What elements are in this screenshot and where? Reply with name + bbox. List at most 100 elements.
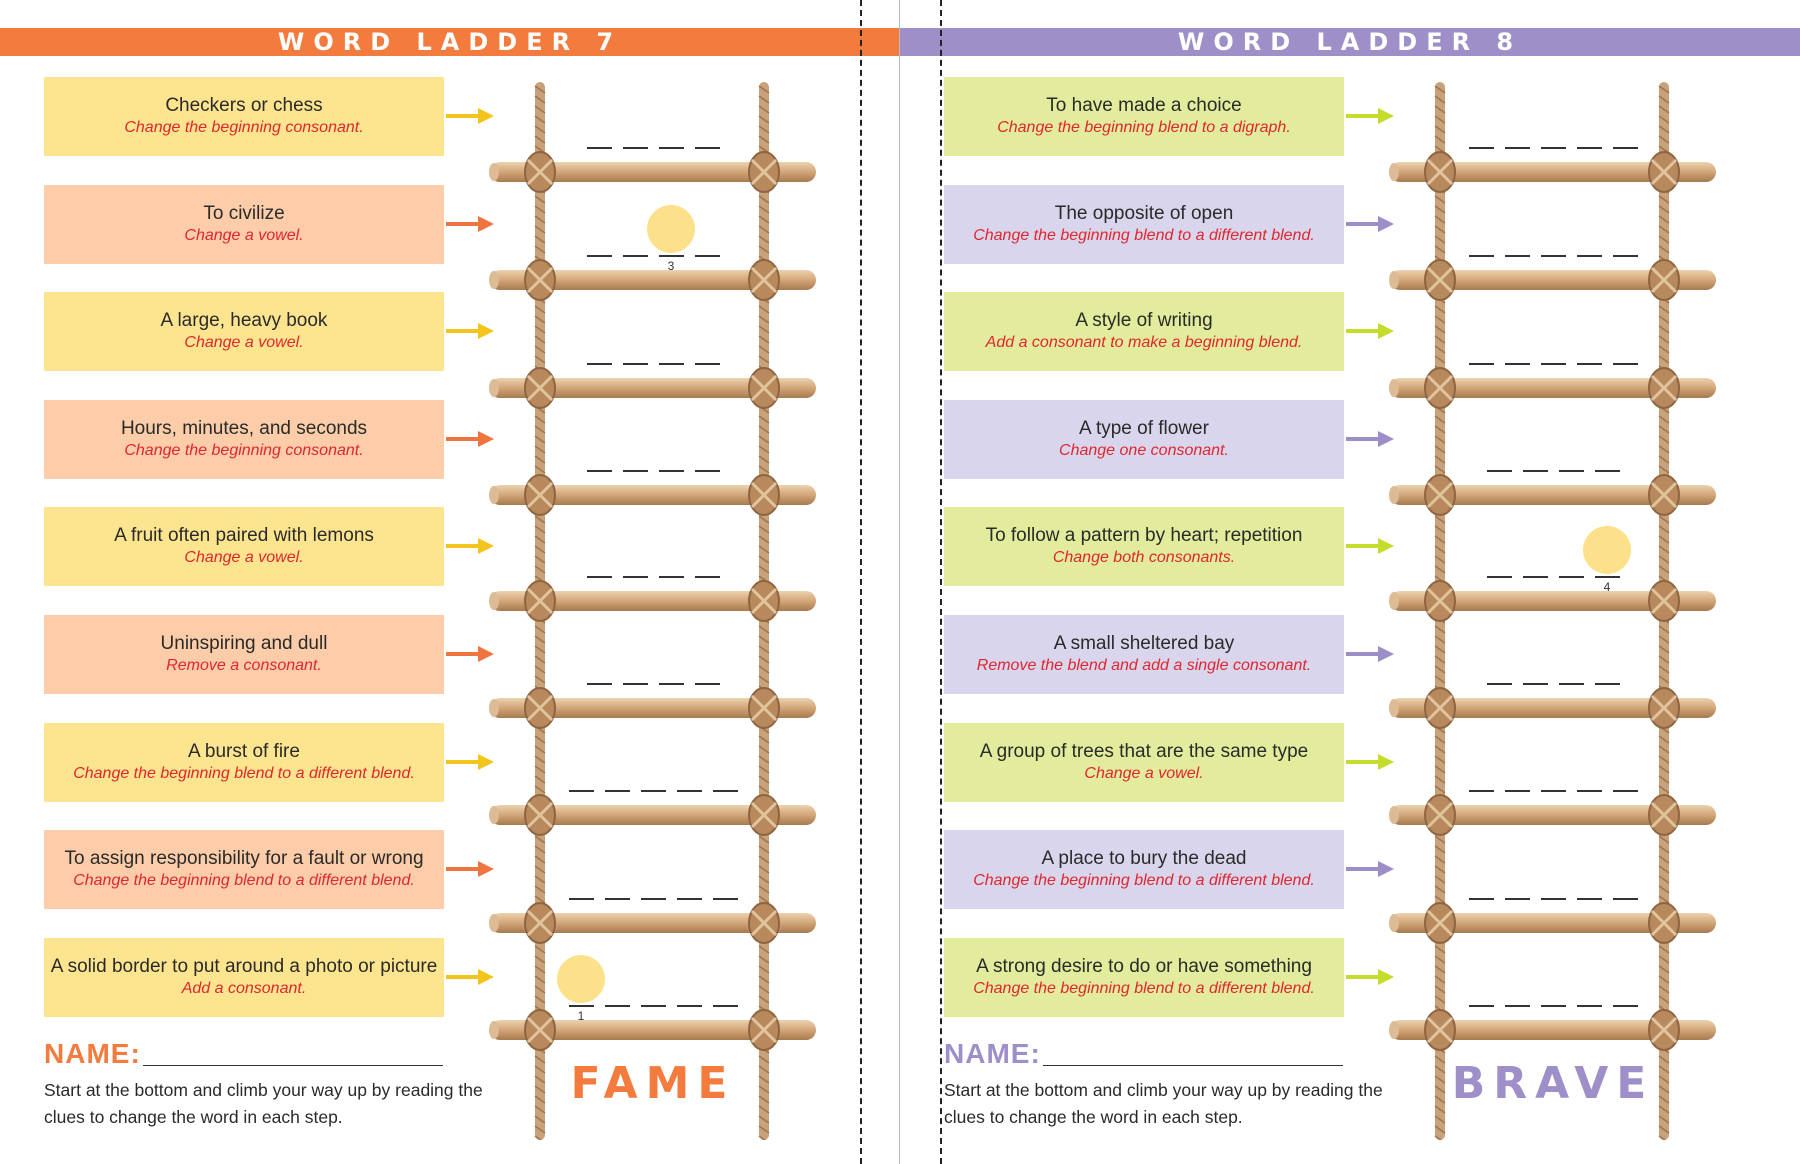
letter-blank[interactable] xyxy=(1540,255,1566,257)
answer-word-blanks[interactable] xyxy=(568,1005,738,1007)
letter-blank[interactable] xyxy=(658,576,684,578)
letter-blank[interactable] xyxy=(1504,363,1530,365)
letter-blank[interactable] xyxy=(586,147,612,149)
letter-blank[interactable] xyxy=(1576,363,1602,365)
letter-blank[interactable] xyxy=(1540,1005,1566,1007)
answer-word-blanks[interactable] xyxy=(1468,790,1638,792)
letter-blank[interactable] xyxy=(604,790,630,792)
letter-blank[interactable] xyxy=(676,1005,702,1007)
letter-blank[interactable] xyxy=(622,147,648,149)
letter-blank[interactable] xyxy=(1612,898,1638,900)
letter-blank[interactable] xyxy=(1522,576,1548,578)
letter-blank[interactable] xyxy=(658,683,684,685)
letter-blank[interactable] xyxy=(658,255,684,257)
letter-blank[interactable] xyxy=(1576,147,1602,149)
letter-blank[interactable] xyxy=(658,363,684,365)
letter-blank[interactable] xyxy=(586,470,612,472)
letter-blank[interactable] xyxy=(1540,363,1566,365)
letter-blank[interactable] xyxy=(622,255,648,257)
answer-word-blanks[interactable] xyxy=(586,147,720,149)
letter-blank[interactable] xyxy=(694,683,720,685)
letter-blank[interactable] xyxy=(658,147,684,149)
letter-blank[interactable] xyxy=(1540,790,1566,792)
letter-blank[interactable] xyxy=(1504,898,1530,900)
letter-blank[interactable] xyxy=(1522,470,1548,472)
answer-word-blanks[interactable] xyxy=(1468,363,1638,365)
answer-word-blanks[interactable] xyxy=(586,683,720,685)
letter-blank[interactable] xyxy=(1504,147,1530,149)
letter-blank[interactable] xyxy=(1558,683,1584,685)
letter-blank[interactable] xyxy=(676,898,702,900)
letter-blank[interactable] xyxy=(568,1005,594,1007)
answer-word-blanks[interactable] xyxy=(586,576,720,578)
letter-blank[interactable] xyxy=(568,898,594,900)
letter-blank[interactable] xyxy=(1522,683,1548,685)
letter-blank[interactable] xyxy=(1558,576,1584,578)
letter-blank[interactable] xyxy=(622,470,648,472)
answer-word-blanks[interactable] xyxy=(1486,576,1620,578)
letter-blank[interactable] xyxy=(1576,255,1602,257)
letter-blank[interactable] xyxy=(1576,898,1602,900)
letter-blank[interactable] xyxy=(1540,898,1566,900)
letter-blank[interactable] xyxy=(694,147,720,149)
letter-blank[interactable] xyxy=(1612,255,1638,257)
letter-blank[interactable] xyxy=(640,898,666,900)
answer-word-blanks[interactable] xyxy=(1468,147,1638,149)
letter-blank[interactable] xyxy=(586,255,612,257)
letter-blank[interactable] xyxy=(622,363,648,365)
letter-blank[interactable] xyxy=(1594,683,1620,685)
letter-blank[interactable] xyxy=(1486,683,1512,685)
answer-word-blanks[interactable] xyxy=(1468,255,1638,257)
letter-blank[interactable] xyxy=(1576,1005,1602,1007)
letter-blank[interactable] xyxy=(586,576,612,578)
letter-blank[interactable] xyxy=(1594,576,1620,578)
answer-word-blanks[interactable] xyxy=(586,255,720,257)
letter-blank[interactable] xyxy=(1612,790,1638,792)
name-field[interactable] xyxy=(1043,1065,1343,1066)
letter-blank[interactable] xyxy=(1594,470,1620,472)
letter-blank[interactable] xyxy=(586,363,612,365)
letter-blank[interactable] xyxy=(1468,790,1494,792)
letter-blank[interactable] xyxy=(1612,363,1638,365)
letter-blank[interactable] xyxy=(1468,898,1494,900)
letter-blank[interactable] xyxy=(1486,576,1512,578)
letter-blank[interactable] xyxy=(712,790,738,792)
name-field[interactable] xyxy=(143,1065,443,1066)
letter-blank[interactable] xyxy=(1576,790,1602,792)
answer-word-blanks[interactable] xyxy=(586,470,720,472)
letter-blank[interactable] xyxy=(658,470,684,472)
letter-blank[interactable] xyxy=(1612,147,1638,149)
letter-blank[interactable] xyxy=(640,790,666,792)
letter-blank[interactable] xyxy=(586,683,612,685)
letter-blank[interactable] xyxy=(1504,1005,1530,1007)
letter-blank[interactable] xyxy=(1468,147,1494,149)
letter-blank[interactable] xyxy=(712,898,738,900)
answer-word-blanks[interactable] xyxy=(568,790,738,792)
letter-blank[interactable] xyxy=(694,363,720,365)
letter-blank[interactable] xyxy=(1612,1005,1638,1007)
answer-word-blanks[interactable] xyxy=(1468,1005,1638,1007)
letter-blank[interactable] xyxy=(694,576,720,578)
answer-word-blanks[interactable] xyxy=(1486,683,1620,685)
letter-blank[interactable] xyxy=(640,1005,666,1007)
letter-blank[interactable] xyxy=(604,898,630,900)
letter-blank[interactable] xyxy=(1540,147,1566,149)
letter-blank[interactable] xyxy=(1504,790,1530,792)
answer-word-blanks[interactable] xyxy=(1486,470,1620,472)
answer-word-blanks[interactable] xyxy=(586,363,720,365)
answer-word-blanks[interactable] xyxy=(1468,898,1638,900)
letter-blank[interactable] xyxy=(622,576,648,578)
letter-blank[interactable] xyxy=(622,683,648,685)
letter-blank[interactable] xyxy=(1486,470,1512,472)
letter-blank[interactable] xyxy=(568,790,594,792)
letter-blank[interactable] xyxy=(694,255,720,257)
letter-blank[interactable] xyxy=(1504,255,1530,257)
letter-blank[interactable] xyxy=(604,1005,630,1007)
letter-blank[interactable] xyxy=(712,1005,738,1007)
letter-blank[interactable] xyxy=(1468,1005,1494,1007)
letter-blank[interactable] xyxy=(1468,363,1494,365)
letter-blank[interactable] xyxy=(676,790,702,792)
letter-blank[interactable] xyxy=(1558,470,1584,472)
letter-blank[interactable] xyxy=(1468,255,1494,257)
answer-word-blanks[interactable] xyxy=(568,898,738,900)
